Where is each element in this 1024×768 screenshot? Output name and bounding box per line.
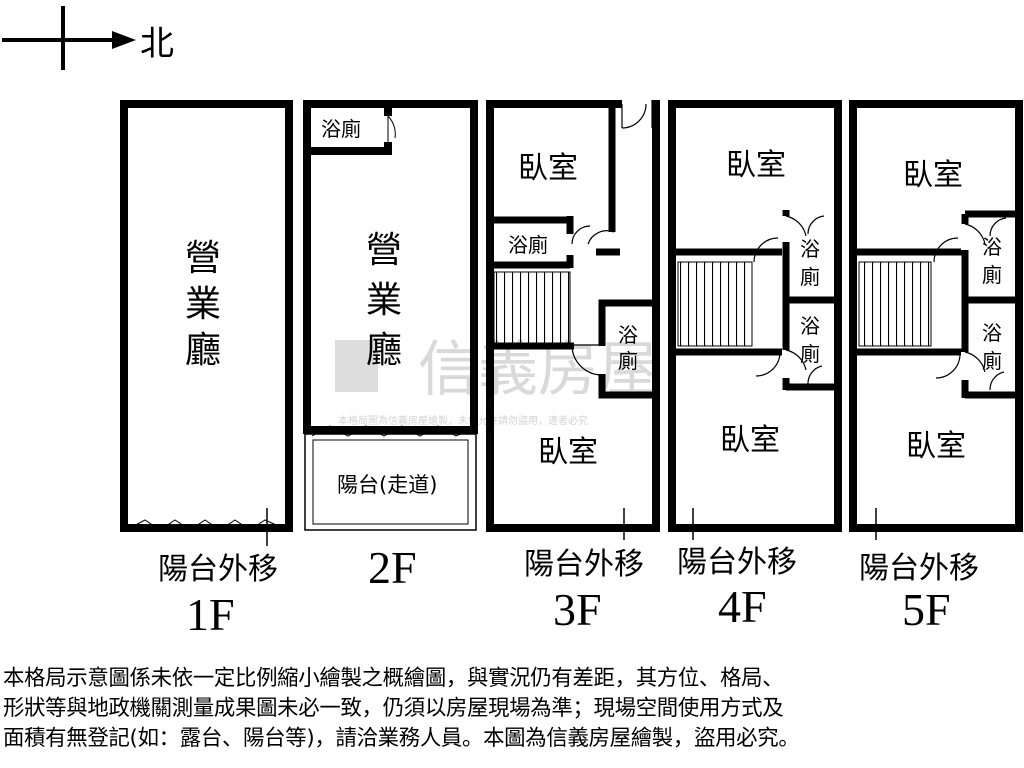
room-5f-bath-upper-1: 浴: [982, 235, 1002, 259]
north-compass: 北: [2, 6, 174, 70]
room-3f-bath-right-2: 廁: [618, 349, 638, 373]
floor-3f-stairs: [493, 271, 571, 347]
watermark-notice: 本格局圖為信義房屋繪製，未經允許請勿盜用，違者必究: [338, 414, 588, 427]
watermark-logo-icon: [335, 340, 378, 392]
room-5f-bath-lower-1: 浴: [982, 321, 1002, 345]
room-2f-hall-2: 業: [366, 280, 402, 321]
room-4f-bath-upper-1: 浴: [800, 237, 820, 261]
floor-3f-door-gap: [622, 99, 652, 110]
room-3f-bath-right-1: 浴: [618, 323, 638, 347]
floor-5f-bath1-door-gap: [961, 224, 970, 250]
floor-3f-entry-door-icon: [621, 100, 653, 129]
floor-2f: 浴廁 營 業 廳 陽台(走道) 2F: [303, 100, 478, 593]
disclaimer-line: 面積有無登記(如：露台、陽台等)，請洽業務人員。本圖為信義房屋繪製，盜用必究。: [3, 726, 800, 751]
floor-5f-outline: [849, 100, 1023, 532]
floor-3f-bath2-door-gap: [598, 346, 606, 374]
disclaimer-line: 本格局示意圖係未依一定比例縮小繪製之概繪圖，與實況仍有差距，其方位、格局、: [3, 666, 784, 691]
floor-1f-outline: [120, 100, 293, 532]
room-1f-hall-3: 廳: [185, 330, 221, 371]
floor-4f-bath2-door-gap: [782, 350, 791, 378]
floor-1f: 營 業 廳 陽台外移 1F: [120, 100, 293, 640]
floor-1f-level: 1F: [186, 589, 235, 640]
room-5f-bedroom-bottom: 臥室: [906, 429, 966, 464]
floor-4f: 臥室 浴 廁 浴 廁 臥室 陽台外移 4F: [668, 100, 842, 632]
floor-3f-balcony-label: 陽台外移: [524, 547, 644, 582]
floor-2f-zigzag: [311, 425, 471, 437]
floor-4f-outline: [668, 100, 842, 532]
floor-5f-bath2-door-icon: [935, 351, 1005, 391]
room-2f-hall-3: 廳: [366, 330, 402, 371]
room-5f-bedroom-top: 臥室: [903, 158, 963, 193]
floor-5f-stairs: [858, 261, 932, 347]
floor-3f-level: 3F: [553, 584, 602, 635]
floor-2f-bath-door-icon: [387, 115, 396, 142]
floor-5f-balcony-label: 陽台外移: [859, 551, 979, 586]
floor-2f-level: 2F: [368, 542, 417, 593]
floor-3f-bath2-door-icon: [571, 344, 603, 376]
floor-4f-bath1-door-gap: [782, 216, 791, 242]
floor-2f-balcony-inner: [312, 439, 469, 525]
room-4f-bath-upper-2: 廁: [800, 265, 820, 289]
room-1f-hall-1: 營: [185, 238, 221, 279]
floor-4f-bath1-door-icon: [753, 215, 825, 263]
floor-2f-balcony-outline: [304, 433, 477, 531]
room-5f-bath-lower-2: 廁: [982, 349, 1002, 373]
floor-1f-balcony-label: 陽台外移: [158, 552, 278, 587]
room-4f-bedroom-top: 臥室: [726, 148, 786, 183]
floor-4f-stairs: [677, 261, 753, 347]
room-4f-bath-lower-2: 廁: [800, 342, 820, 366]
room-3f-bedroom-top: 臥室: [518, 151, 578, 186]
room-3f-bath-left: 浴廁: [508, 233, 548, 257]
floor-5f: 臥室 浴 廁 浴 廁 臥室 陽台外移 5F: [849, 100, 1023, 635]
room-1f-hall-2: 業: [185, 284, 221, 325]
floor-5f-level: 5F: [902, 584, 951, 635]
disclaimer-text: 本格局示意圖係未依一定比例縮小繪製之概繪圖，與實況仍有差距，其方位、格局、 形狀…: [3, 664, 1021, 754]
room-4f-bath-lower-1: 浴: [800, 314, 820, 338]
room-3f-bedroom-bottom: 臥室: [538, 435, 598, 470]
room-4f-bedroom-bottom: 臥室: [720, 423, 780, 458]
floor-4f-level: 4F: [718, 581, 767, 632]
room-2f-balcony: 陽台(走道): [337, 473, 437, 497]
floor-5f-bath2-door-gap: [961, 352, 970, 380]
room-2f-hall-1: 營: [366, 230, 402, 271]
compass-arrowhead-icon: [112, 31, 136, 49]
floor-1f-balcony-zigzag: [129, 519, 284, 531]
floor-4f-balcony-label: 陽台外移: [677, 545, 797, 580]
floor-3f: 臥室 浴廁 浴 廁 臥室 陽台外移 3F: [486, 99, 660, 635]
floor-4f-bath2-door-icon: [755, 349, 823, 385]
room-2f-bath: 浴廁: [321, 117, 361, 141]
disclaimer-line: 形狀等與地政機關測量成果圖未必一致，仍須以房屋現場為準；現場空間使用方式及: [3, 696, 784, 721]
room-5f-bath-upper-2: 廁: [982, 263, 1002, 287]
floor-3f-bath-door-icon: [571, 225, 615, 245]
compass-north-label: 北: [140, 24, 174, 64]
floor-5f-bath1-door-icon: [933, 217, 1007, 263]
